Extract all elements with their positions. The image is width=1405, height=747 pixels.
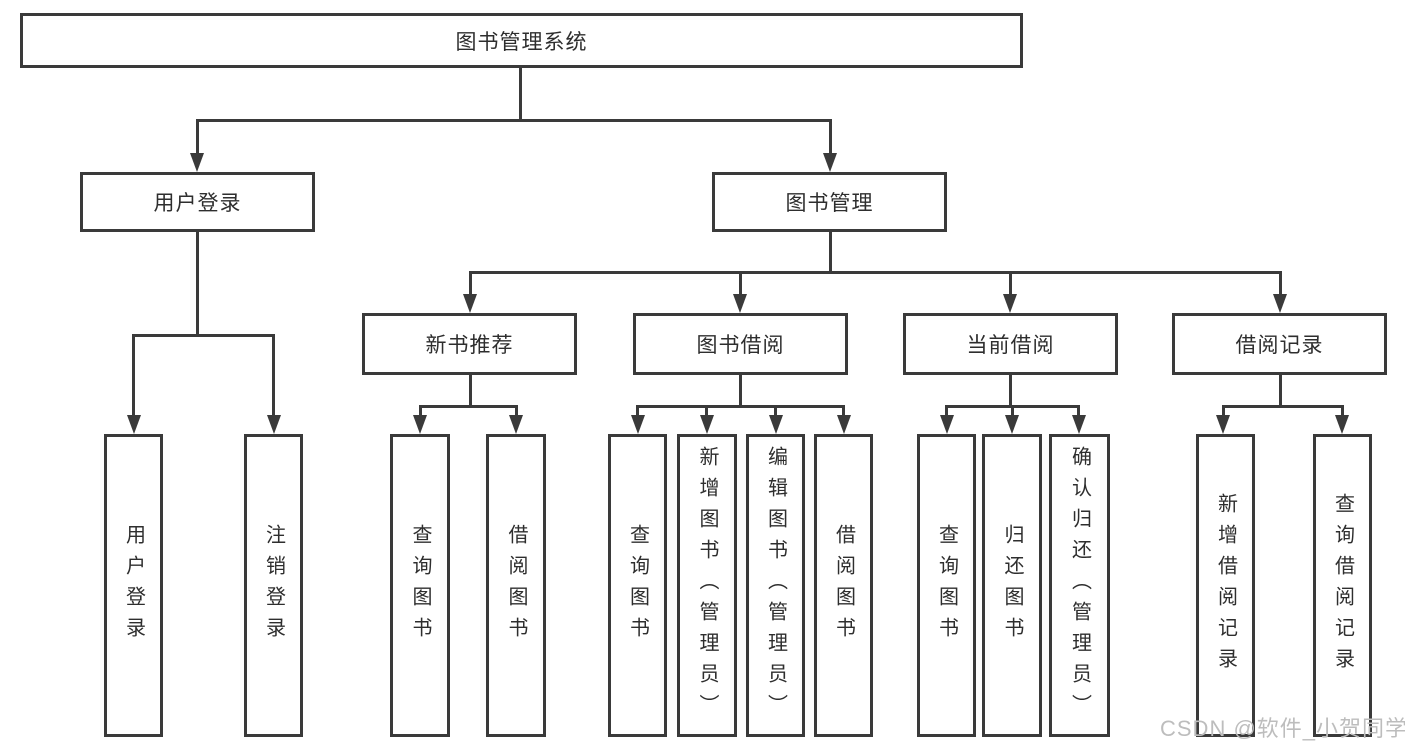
node-label: 图书管理 (785, 192, 874, 215)
connector-line (828, 120, 832, 155)
node-label: 注销登录 (262, 523, 285, 648)
connector-line (945, 406, 948, 416)
arrow-down-icon (190, 153, 204, 172)
node-user-login: 用户登录 (80, 172, 315, 232)
arrow-down-icon (1273, 294, 1287, 313)
node-label: 借阅图书 (505, 523, 527, 648)
node-label: 查询图书 (935, 523, 958, 648)
connector-line (1008, 375, 1012, 407)
arrow-down-icon (413, 415, 427, 434)
arrow-down-icon (1071, 415, 1086, 434)
node-label: 新书推荐 (425, 334, 514, 357)
node-label: 编辑图书（管理员） (764, 446, 787, 725)
arrow-down-icon (823, 153, 837, 172)
node-label: 新增图书（管理员） (696, 446, 718, 725)
connector-line (132, 336, 135, 416)
connector-line (738, 272, 742, 296)
node-label: 借阅记录 (1235, 334, 1324, 357)
arrow-down-icon (509, 415, 523, 434)
arrow-down-icon (630, 415, 645, 434)
connector-line (636, 405, 845, 408)
node-label: 图书管理系统 (455, 30, 588, 54)
arrow-down-icon (266, 415, 281, 434)
connector-line (195, 232, 199, 336)
node-current-borrow: 当前借阅 (903, 313, 1118, 375)
arrow-down-icon (836, 415, 851, 434)
connector-line (636, 406, 639, 416)
connector-line (1340, 406, 1344, 416)
leaf-edit-books-admin: 编辑图书（管理员） (746, 434, 805, 737)
connector-line (1221, 405, 1344, 408)
node-label: 查询借阅记录 (1331, 492, 1354, 679)
leaf-user-login: 用户登录 (104, 434, 163, 737)
connector-line (1221, 406, 1225, 416)
leaf-return-books: 归还图书 (982, 434, 1042, 737)
node-book-management: 图书管理 (712, 172, 947, 232)
node-book-borrow: 图书借阅 (633, 313, 848, 375)
connector-line (774, 406, 777, 416)
node-label: 图书借阅 (696, 334, 785, 357)
node-label: 查询图书 (409, 523, 431, 648)
connector-line (468, 272, 472, 296)
connector-line (132, 334, 275, 337)
connector-line (1278, 272, 1282, 296)
arrow-down-icon (1216, 415, 1230, 434)
arrow-down-icon (1335, 415, 1349, 434)
arrow-down-icon (768, 415, 783, 434)
connector-line (1008, 272, 1012, 296)
connector-line (272, 336, 275, 416)
arrow-down-icon (699, 415, 714, 434)
node-label: 归还图书 (1001, 523, 1023, 648)
connector-line (705, 406, 708, 416)
leaf-borrow-books: 借阅图书 (814, 434, 873, 737)
leaf-borrow-books-recommend: 借阅图书 (486, 434, 546, 737)
watermark: CSDN @软件_小贺同学 (1160, 716, 1405, 741)
connector-line (738, 375, 742, 407)
connector-line (1077, 406, 1080, 416)
connector-line (418, 405, 518, 408)
node-label: 当前借阅 (966, 334, 1055, 357)
connector-line (1278, 375, 1282, 407)
arrow-down-icon (1003, 294, 1017, 313)
node-label: 确认归还（管理员） (1068, 446, 1091, 725)
leaf-logout: 注销登录 (244, 434, 303, 737)
leaf-add-books-admin: 新增图书（管理员） (677, 434, 737, 737)
connector-line (468, 375, 472, 407)
connector-line (514, 406, 518, 416)
leaf-query-books-recommend: 查询图书 (390, 434, 450, 737)
node-label: 新增借阅记录 (1214, 492, 1237, 679)
leaf-add-borrow-record: 新增借阅记录 (1196, 434, 1255, 737)
connector-line (418, 406, 422, 416)
node-label: 用户登录 (122, 523, 145, 648)
leaf-query-books-current: 查询图书 (917, 434, 976, 737)
leaf-query-borrow-record: 查询借阅记录 (1313, 434, 1372, 737)
arrow-down-icon (733, 294, 747, 313)
connector-line (518, 68, 522, 121)
node-new-book-recommend: 新书推荐 (362, 313, 577, 375)
node-label: 借阅图书 (832, 523, 855, 648)
connector-line (828, 232, 832, 273)
leaf-confirm-return-admin: 确认归还（管理员） (1049, 434, 1110, 737)
arrow-down-icon (939, 415, 954, 434)
node-root: 图书管理系统 (20, 13, 1023, 68)
connector-line (195, 118, 832, 122)
connector-line (1010, 406, 1014, 416)
leaf-query-books-borrow: 查询图书 (608, 434, 667, 737)
arrow-down-icon (126, 415, 141, 434)
arrow-down-icon (1005, 415, 1019, 434)
connector-line (195, 120, 199, 155)
connector-line (842, 406, 845, 416)
node-label: 用户登录 (153, 192, 242, 215)
arrow-down-icon (463, 294, 477, 313)
node-borrow-records: 借阅记录 (1172, 313, 1387, 375)
connector-line (468, 270, 1282, 274)
node-label: 查询图书 (626, 523, 649, 648)
